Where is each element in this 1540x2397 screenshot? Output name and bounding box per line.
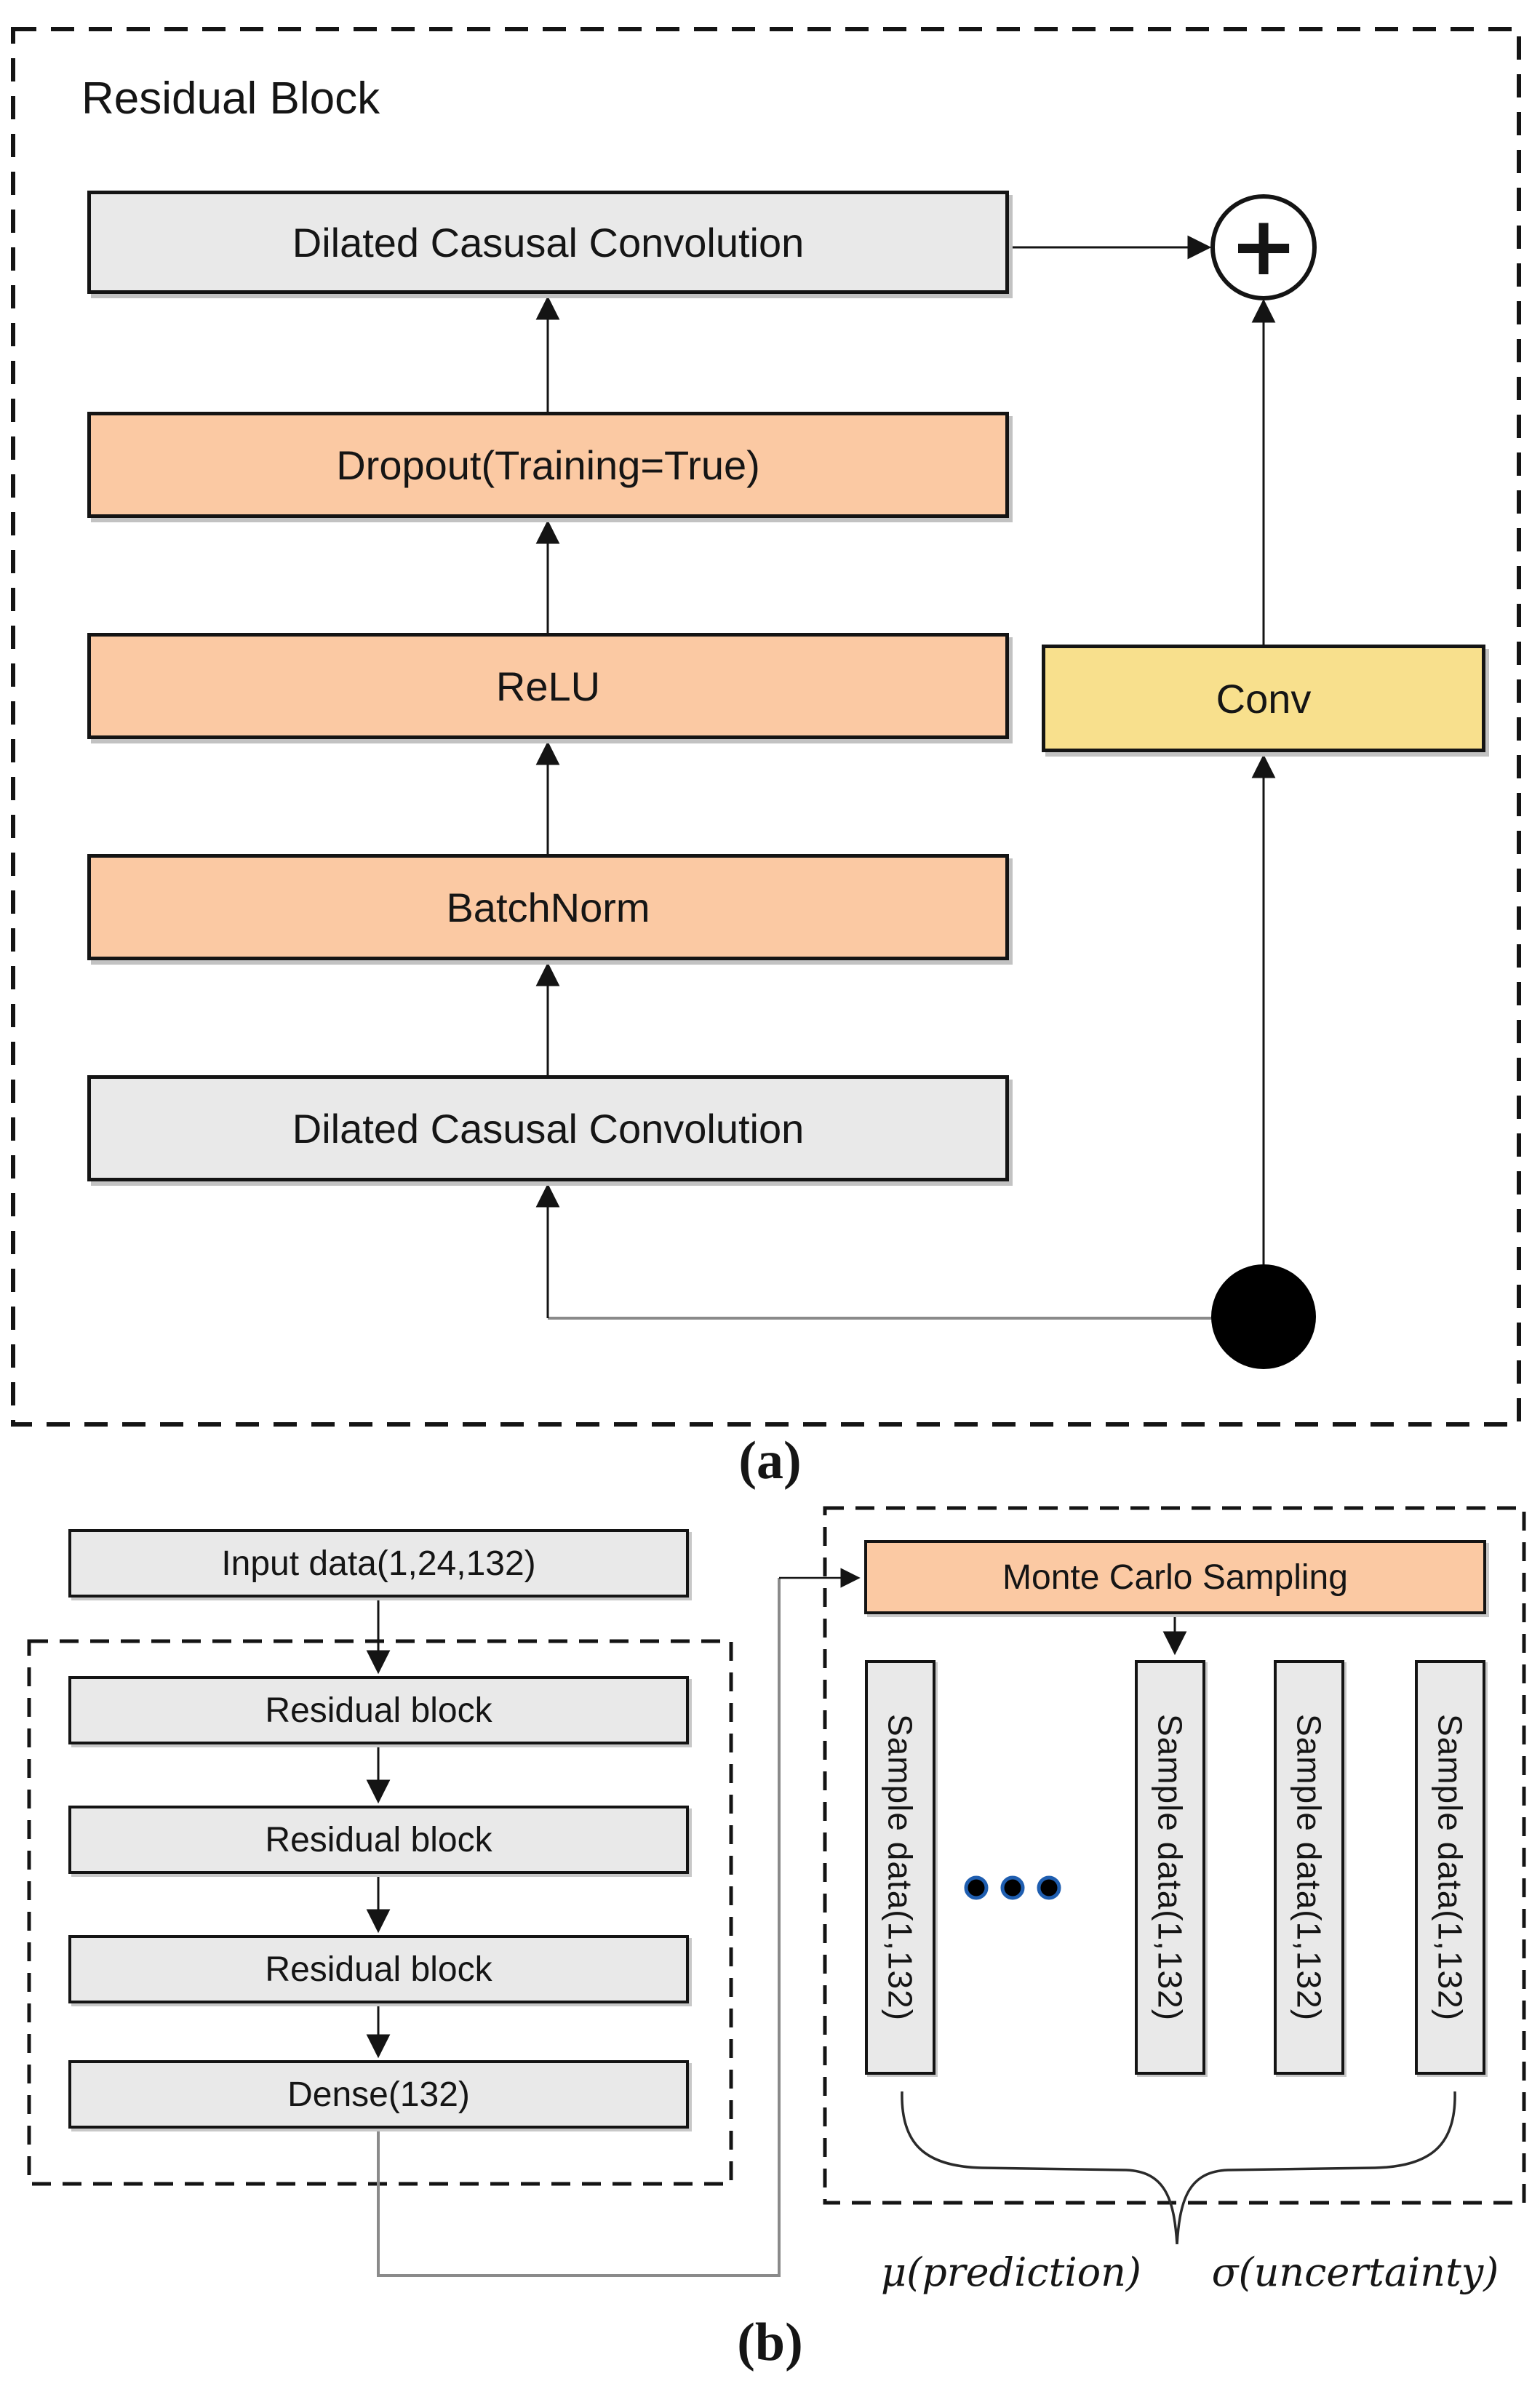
- sample-column-1: Sample data(1,132): [865, 1660, 935, 2075]
- box-monte-carlo: Monte Carlo Sampling: [864, 1540, 1486, 1614]
- box-dropout: Dropout(Training=True): [87, 412, 1009, 518]
- ellipsis-dots: [964, 1875, 1061, 1900]
- skip-connection-dot: [1211, 1264, 1316, 1369]
- panel-a-flow-arrows: [535, 235, 1276, 1318]
- sigma-label: σ(uncertainty): [1211, 2249, 1499, 2295]
- caption-b: (b): [737, 2313, 803, 2372]
- box-residual-1: Residual block: [68, 1676, 689, 1744]
- sample-column-3: Sample data(1,132): [1274, 1660, 1344, 2075]
- caption-a: (a): [738, 1431, 802, 1491]
- box-residual-3: Residual block: [68, 1935, 689, 2003]
- box-batchnorm: BatchNorm: [87, 854, 1009, 960]
- underbrace: [901, 2091, 1456, 2245]
- panel-a-frame: [11, 27, 1521, 1427]
- panel-b-stack-frame: [27, 1639, 733, 2186]
- box-input: Input data(1,24,132): [68, 1529, 689, 1598]
- box-dilated-conv-bottom: Dilated Casusal Convolution: [87, 1075, 1009, 1181]
- box-dilated-conv-top: Dilated Casusal Convolution: [87, 191, 1009, 294]
- mu-label: μ(prediction): [881, 2249, 1141, 2295]
- sample-column-2: Sample data(1,132): [1135, 1660, 1205, 2075]
- box-dense: Dense(132): [68, 2060, 689, 2129]
- panel-b-sampling-frame: [823, 1506, 1526, 2205]
- ellipsis-dot: [1000, 1875, 1025, 1900]
- dense-to-mc-connector: [377, 1578, 781, 2277]
- sum-node: +: [1210, 194, 1317, 300]
- panel-b-flow-arrows: [366, 1598, 1187, 2059]
- residual-block-title: Residual Block: [81, 73, 380, 124]
- ellipsis-dot: [964, 1875, 989, 1900]
- plus-icon: +: [1229, 199, 1298, 294]
- ellipsis-dot: [1037, 1875, 1061, 1900]
- box-residual-2: Residual block: [68, 1806, 689, 1874]
- box-conv: Conv: [1042, 645, 1485, 752]
- sum-circle: [1210, 194, 1317, 300]
- sample-column-4: Sample data(1,132): [1415, 1660, 1485, 2075]
- box-relu: ReLU: [87, 633, 1009, 739]
